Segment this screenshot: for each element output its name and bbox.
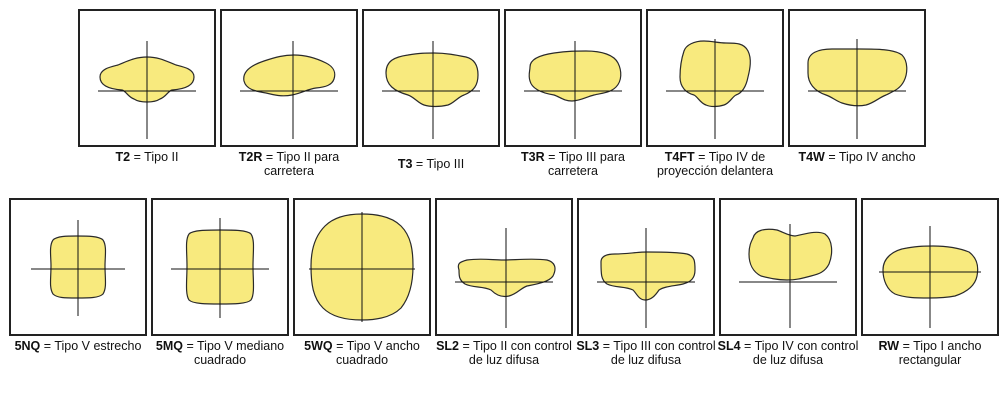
- distribution-box: [577, 198, 715, 336]
- label-t4w: T4W = Tipo IV ancho: [798, 150, 916, 164]
- distribution-box: [788, 9, 926, 147]
- distribution-box: [646, 9, 784, 147]
- distribution-box: [9, 198, 147, 336]
- t3r-pattern: [524, 41, 622, 139]
- distribution-box: [220, 9, 358, 147]
- distribution-box: [861, 198, 999, 336]
- distribution-box: [435, 198, 573, 336]
- desc: Tipo II: [144, 150, 179, 164]
- label-5wq: 5WQ = Tipo V ancho cuadrado: [304, 339, 420, 367]
- code: T2: [115, 150, 131, 164]
- 5wq-pattern: [309, 212, 415, 322]
- 5nq-pattern: [31, 220, 125, 316]
- t2r-pattern: [240, 41, 338, 139]
- 5mq-pattern: [171, 218, 269, 318]
- label-sl3: SL3 = Tipo III con control de luz difusa: [576, 339, 716, 367]
- label-t3: T3 = Tipo III: [397, 157, 465, 171]
- label-t4ft: T4FT = Tipo IV de proyección delantera: [656, 150, 774, 178]
- distribution-box: [151, 198, 289, 336]
- t4w-pattern: [807, 39, 908, 139]
- distribution-box: [719, 198, 857, 336]
- sl4-pattern: [739, 224, 837, 328]
- label-t3r: T3R = Tipo III para carretera: [521, 150, 625, 178]
- label-t2: T2 = Tipo II: [115, 150, 179, 164]
- t2-pattern: [98, 41, 196, 139]
- rw-pattern: [879, 226, 981, 328]
- label-sl4: SL4 = Tipo IV con control de luz difusa: [717, 339, 859, 367]
- label-rw: RW = Tipo I ancho rectangular: [878, 339, 982, 367]
- sl3-pattern: [597, 228, 696, 328]
- distribution-box: [504, 9, 642, 147]
- distribution-box: [78, 9, 216, 147]
- distribution-box: [293, 198, 431, 336]
- sl2-pattern: [455, 228, 556, 328]
- label-5nq: 5NQ = Tipo V estrecho: [14, 339, 142, 353]
- t4ft-pattern: [666, 39, 764, 139]
- label-5mq: 5MQ = Tipo V mediano cuadrado: [155, 339, 285, 367]
- label-sl2: SL2 = Tipo II con control de luz difusa: [436, 339, 572, 367]
- t3-pattern: [382, 41, 480, 139]
- distribution-box: [362, 9, 500, 147]
- label-t2r: T2R = Tipo II para carretera: [238, 150, 340, 178]
